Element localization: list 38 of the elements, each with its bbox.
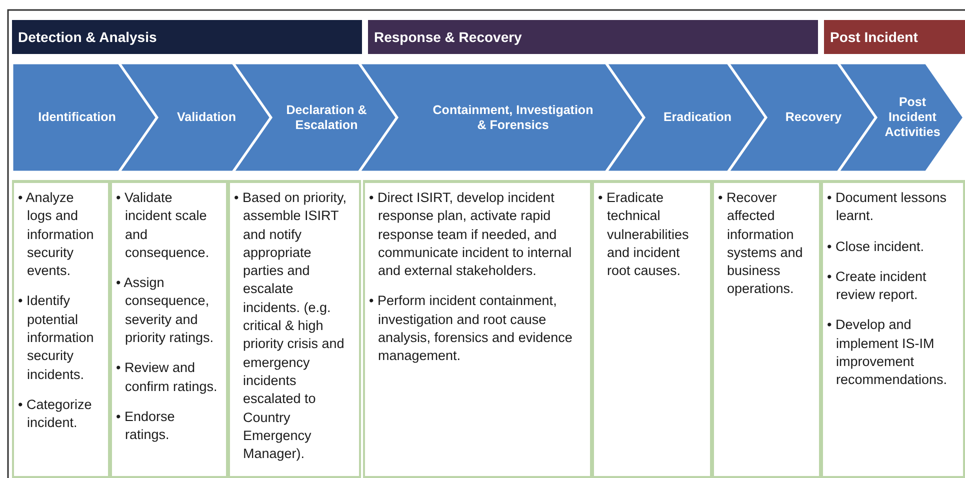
phase-title: Post Incident [830,29,918,45]
task-bullet: • Close incident. [827,238,926,256]
task-column [110,180,228,478]
step-label: Validation [176,110,236,125]
task-bullet: • Endorse ratings. [116,408,176,444]
step-label: Declaration & Escalation [285,102,368,132]
phase-title: Detection & Analysis [18,29,157,45]
step-label: Containment, Investigation & Forensics [432,102,594,132]
task-bullet: • Review and confirm ratings. [116,359,218,396]
chevron-step [606,63,766,172]
task-bullet: • Recover affected information systems and business operations. [718,189,804,298]
task-bullet: • Create incident review report. [827,268,928,304]
chevron-step [119,63,271,172]
task-bullet: • Eradicate technical vulnerabilities and incident root causes. [598,189,690,280]
chevron-step [359,63,644,172]
task-column [228,180,361,478]
task-bullet: • Develop and implement IS-IM improvement recommendations. [827,316,948,390]
phase-banner [12,20,362,54]
task-bullet: • Identify potential information security incidents. [18,292,95,384]
task-column [712,180,821,478]
task-column [12,180,110,478]
phase-banner [368,20,818,54]
step-label: Recovery [785,110,842,125]
phase-banner [824,20,965,54]
task-column [592,180,712,478]
step-label: Post Incident Activities [884,95,942,140]
task-bullet: • Perform incident containment, investigation and root cause analysis, forensics and evidence management. [369,292,574,366]
task-bullet: • Based on priority, assemble ISIRT and notify appropriate parties and escalate incidents. (e.g. critical & high priority crisis and emergency incidents escalated to Country Emergency Manager). [234,189,348,464]
step-label: Eradication [663,110,732,125]
task-column [821,180,965,478]
task-bullet: • Direct ISIRT, develop incident response plan, activate rapid response team if needed, and communicate incident to internal and external stakeholders. [369,189,573,280]
task-bullet: • Analyze logs and information security events. [18,189,95,280]
task-bullet: • Categorize incident. [18,396,93,432]
task-bullet: • Validate incident scale and consequence. [116,189,210,262]
phase-title: Response & Recovery [374,29,522,45]
task-bullet: • Document lessons learnt. [827,189,948,226]
task-bullet: • Assign consequence, severity and priority ratings. [116,274,215,348]
task-column [363,180,592,478]
